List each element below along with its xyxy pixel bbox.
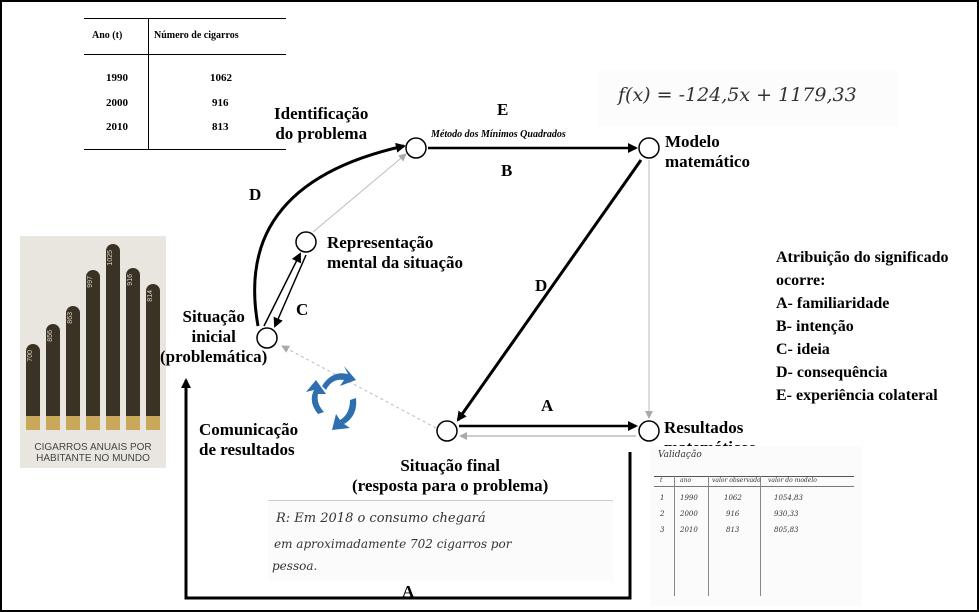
edge-label-a-bottom: A: [402, 582, 415, 601]
edge-label-metodo: Método dos Mínimos Quadrados: [431, 129, 566, 140]
node-identificacao: [405, 137, 427, 159]
arrow-c-down: [273, 254, 307, 328]
edge-label-e: E: [497, 100, 509, 119]
edge-label-c: C: [296, 300, 309, 319]
table-cell: 2010: [106, 121, 128, 133]
cigarette-bar: 700: [26, 344, 40, 430]
arrow-a-bottom: [181, 378, 632, 600]
table-cell: 813: [212, 121, 229, 133]
results-note: Validação t ano valor observado valor do…: [650, 446, 862, 606]
legend-item: C- ideia: [776, 341, 830, 358]
answer-line: R: Em 2018 o consumo chegará: [276, 511, 486, 526]
node-resultados: [638, 420, 660, 442]
arrow-c-up: [263, 252, 301, 327]
cigarette-bar: 997: [86, 270, 100, 430]
edge-label-a-right: A: [541, 396, 554, 415]
legend-item: A- familiaridade: [776, 295, 890, 312]
formula-note: f(x) = -124,5x + 1179,33: [598, 70, 898, 126]
cycle-icon: [306, 366, 357, 430]
arrow-dotted-final-inicial: [281, 345, 437, 429]
edge-label-d-left: D: [249, 185, 262, 204]
legend-item: D- consequência: [776, 364, 888, 381]
arrow-d-center: [456, 159, 643, 422]
cigarette-bar: 863: [66, 306, 80, 430]
cigarette-bar: 1025: [106, 244, 120, 430]
data-table: Ano (t) Número de cigarros 1990 1062 200…: [84, 18, 286, 150]
edge-label-d-center: D: [535, 276, 548, 295]
legend-title-2: ocorre:: [776, 272, 826, 289]
label-modelo: Modelo matemático: [665, 132, 750, 171]
results-note-title: Validação: [658, 450, 702, 460]
table-header-count: Número de cigarros: [154, 30, 239, 41]
answer-line: em aproximadamente 702 cigarros por: [274, 537, 512, 551]
legend: Atribuição do significado ocorre: A- fam…: [776, 246, 948, 407]
cigarette-bar: 814: [146, 284, 160, 430]
label-representacao: Representação mental da situação: [327, 233, 463, 272]
edge-label-b: B: [501, 161, 513, 180]
cigarette-bar: 916: [126, 268, 140, 430]
table-cell: 1062: [210, 72, 232, 84]
table-cell: 916: [212, 97, 229, 109]
node-situacao-inicial: [256, 327, 278, 349]
arrow-d-left: [253, 142, 406, 327]
answer-note: R: Em 2018 o consumo chegará em aproxima…: [268, 500, 613, 581]
answer-line: pessoa.: [272, 559, 318, 573]
node-modelo: [638, 137, 660, 159]
table-cell: 2000: [106, 97, 128, 109]
legend-item: B- intenção: [776, 318, 854, 335]
cigarettes-photo: 700 856 863 997 1025 916 814 CIGARROS AN…: [20, 236, 166, 468]
arrow-representacao-identificacao: [312, 153, 407, 233]
label-situacao-inicial: Situação inicial (problemática): [160, 307, 268, 366]
formula-text: f(x) = -124,5x + 1179,33: [618, 84, 857, 106]
legend-item: E- experiência colateral: [776, 387, 938, 404]
label-identificacao: Identificação do problema: [274, 104, 369, 143]
cigarette-bar: 856: [46, 324, 60, 430]
legend-title: Atribuição do significado: [776, 249, 949, 266]
label-situacao-final: Situação final (resposta para o problema…: [352, 456, 549, 495]
node-situacao-final: [436, 420, 458, 442]
table-cell: 1990: [106, 72, 128, 84]
table-header-year: Ano (t): [92, 30, 123, 41]
node-representacao: [295, 231, 317, 253]
photo-caption: CIGARROS ANUAIS POR HABITANTE NO MUNDO: [34, 442, 152, 464]
label-comunicacao: Comunicação de resultados: [199, 420, 299, 459]
